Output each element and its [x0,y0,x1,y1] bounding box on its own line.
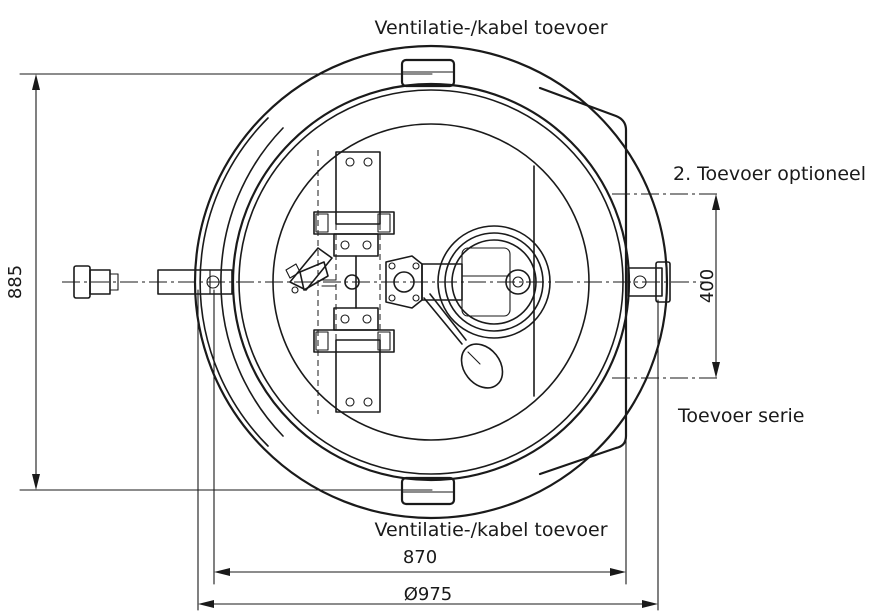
dimension-spacing-label: 400 [697,269,718,303]
dimension-spacing [712,194,720,378]
bottom-inlet-label: Ventilatie-/kabel toevoer [374,519,607,541]
optional-inlet-label: 2. Toevoer optioneel [673,163,866,185]
top-inlet-label: Ventilatie-/kabel toevoer [374,17,607,39]
check-valve [285,247,337,294]
pump-frame [313,151,395,413]
dimension-diameter [197,289,659,611]
dimension-diameter-label: Ø975 [404,584,453,605]
dimension-height-label: 885 [5,265,26,299]
center-lines [62,193,720,379]
top-inlet-block [400,58,456,88]
float-switch [423,293,504,389]
dimension-height [19,73,433,491]
dimension-width [213,289,627,585]
dimension-width-label: 870 [403,547,437,568]
right-inlet-pipe [627,261,671,303]
standard-inlet-label: Toevoer serie [677,405,804,427]
pump [421,225,551,339]
left-inlet-pipe [73,265,233,299]
bottom-inlet-block [400,476,456,506]
